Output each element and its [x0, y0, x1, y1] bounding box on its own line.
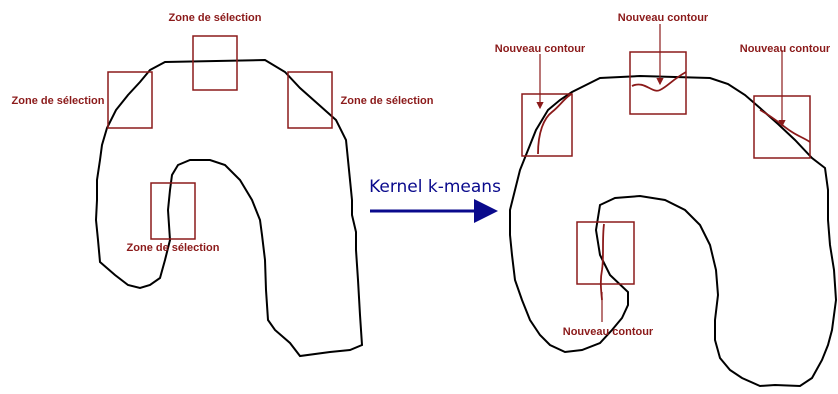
new-contour-bottom: [599, 223, 605, 301]
label-contour-top: Nouveau contour: [618, 12, 709, 24]
result-zone-top: [629, 51, 687, 115]
selection-zone-top: [192, 35, 238, 91]
right-panel: Nouveau contour Nouveau contour Nouveau …: [495, 12, 838, 388]
kernel-kmeans-label: Kernel k-means: [369, 177, 501, 197]
selection-zone-left: [107, 71, 153, 129]
result-zone-bottom: [576, 221, 635, 285]
label-zone-left: Zone de sélection: [12, 95, 105, 107]
result-zone-left: [521, 93, 573, 157]
new-contour-top: [631, 71, 687, 92]
label-contour-right: Nouveau contour: [740, 43, 831, 55]
label-contour-left: Nouveau contour: [495, 43, 586, 55]
initial-contour: [94, 58, 364, 358]
new-contour-right: [759, 109, 811, 143]
label-contour-bottom: Nouveau contour: [563, 326, 654, 338]
new-contour-left: [537, 93, 573, 155]
left-panel: Zone de sélection Zone de sélection Zone…: [12, 12, 434, 358]
label-zone-bottom: Zone de sélection: [127, 242, 220, 254]
label-zone-top: Zone de sélection: [169, 12, 262, 24]
final-contour: [509, 74, 838, 388]
label-zone-right: Zone de sélection: [341, 95, 434, 107]
selection-zone-right: [287, 71, 333, 129]
selection-zone-bottom: [150, 182, 196, 240]
transition: Kernel k-means: [369, 177, 501, 223]
